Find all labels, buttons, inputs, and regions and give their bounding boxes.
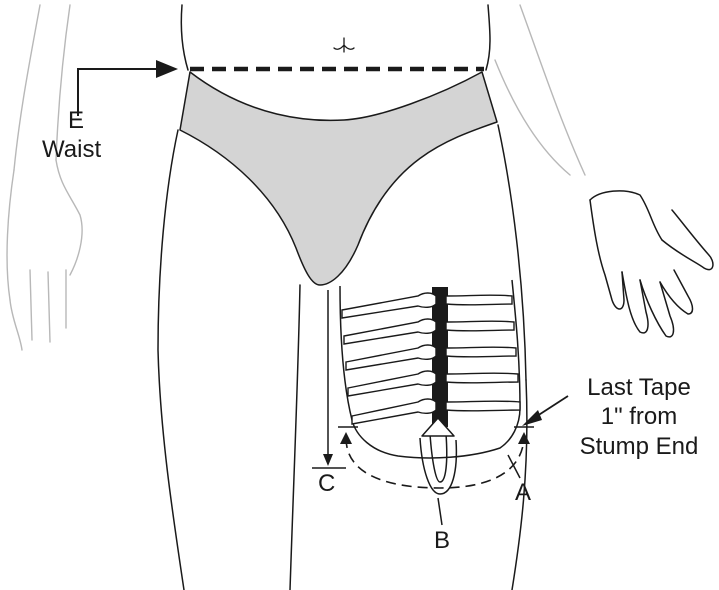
- last-tape-line: Last Tape: [564, 373, 714, 402]
- circumference-arc-head: [518, 432, 530, 444]
- stump-length-arrowhead: [422, 418, 454, 436]
- label-c: C: [318, 470, 335, 498]
- waist-pointer-arrow: [78, 60, 178, 116]
- tape-band: [446, 347, 516, 357]
- tape-band: [446, 373, 518, 383]
- tape-band: [344, 319, 436, 344]
- tape-band: [352, 399, 436, 424]
- last-tape-annotation: Last Tape 1" from Stump End: [564, 373, 714, 461]
- tape-band: [342, 293, 436, 318]
- underwear-garment: [180, 72, 497, 285]
- last-tape-line: 1" from: [564, 402, 714, 431]
- circumference-arc-head: [340, 432, 352, 444]
- navel: [334, 38, 354, 52]
- stump-length-loop: [420, 438, 456, 494]
- label-e-letter: E: [68, 107, 84, 135]
- tape-band: [446, 401, 520, 411]
- last-tape-pointer-arrow: [522, 396, 568, 426]
- circumference-dashed-arc: [346, 438, 524, 488]
- tape-band: [446, 295, 512, 305]
- label-b-leader: [438, 498, 442, 525]
- label-a: A: [515, 479, 531, 507]
- horizontal-tape-bands: [342, 293, 520, 424]
- label-a-leader: [508, 455, 520, 478]
- label-waist: Waist: [42, 136, 101, 164]
- right-arm-outline: [495, 5, 585, 175]
- last-tape-line: Stump End: [564, 432, 714, 461]
- label-b: B: [434, 527, 450, 555]
- tape-band: [446, 321, 514, 331]
- right-hand-outline: [590, 191, 713, 337]
- tape-band: [346, 345, 436, 370]
- tape-band: [348, 371, 436, 396]
- left-arm-outline: [7, 5, 82, 350]
